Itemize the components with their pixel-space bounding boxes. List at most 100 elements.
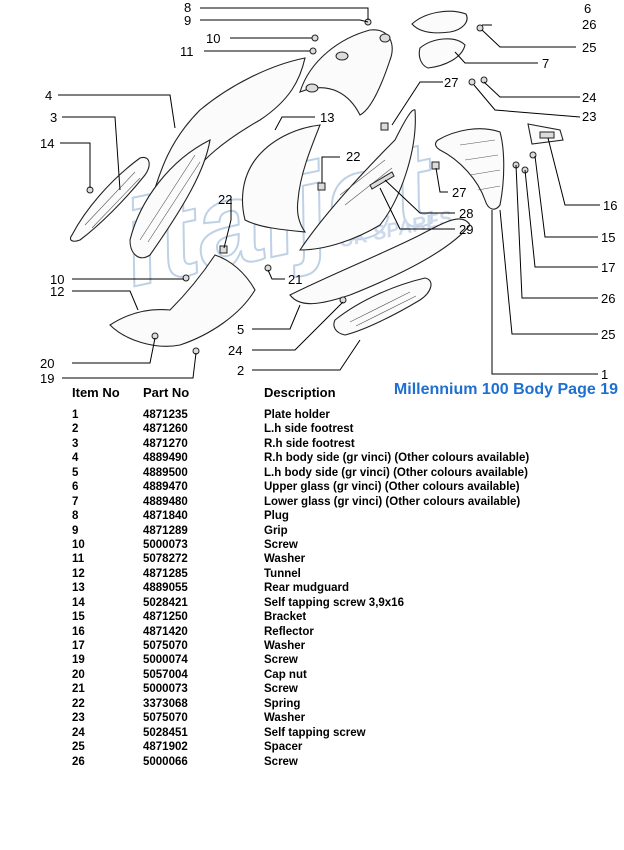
callout-17: 17 (601, 260, 615, 275)
description-cell: Plug (264, 510, 289, 523)
callout-15: 15 (601, 230, 615, 245)
callout-26-top: 26 (582, 17, 596, 32)
item-no-cell: 2 (72, 423, 79, 436)
hardware-screws (86, 18, 537, 355)
item-no-cell: 6 (72, 481, 79, 494)
description-cell: Bracket (264, 611, 307, 624)
description-cell: Washer (264, 712, 306, 725)
table-row: 23 5075070 Washer (70, 712, 620, 726)
item-no-cell: 4 (72, 452, 79, 465)
callout-16: 16 (603, 198, 617, 213)
item-no-cell: 25 (72, 741, 85, 754)
callout-2: 2 (237, 363, 244, 378)
callout-14: 14 (40, 136, 54, 151)
callout-3: 3 (50, 110, 57, 125)
part-rear-mudguard (241, 124, 321, 233)
table-row: 22 3373068 Spring (70, 698, 620, 712)
callout-24-right: 24 (582, 90, 596, 105)
description-cell: Washer (264, 553, 306, 566)
part-no-cell: 5057004 (143, 668, 188, 681)
description-cell: L.h body side (gr vinci) (Other colours … (264, 466, 528, 479)
callout-10-top: 10 (206, 31, 220, 46)
callout-29: 29 (459, 222, 473, 237)
item-no-cell: 23 (72, 712, 85, 725)
part-lower-glass (418, 38, 466, 69)
description-cell: Grip (264, 524, 288, 537)
part-no-cell: 5075070 (143, 712, 188, 725)
table-row: 1 4871235 Plate holder (70, 409, 620, 423)
leader-lines (58, 7, 600, 379)
header-description: Description (264, 385, 336, 400)
item-no-cell: 3 (72, 437, 79, 450)
item-no-cell: 24 (72, 726, 85, 739)
part-no-cell: 3373068 (143, 697, 188, 710)
header-part-no: Part No (143, 385, 190, 400)
page-title: Millennium 100 Body Page 19 (393, 381, 618, 398)
item-no-cell: 11 (72, 553, 85, 566)
callout-27-top: 27 (444, 75, 458, 90)
description-cell: Spring (264, 697, 301, 710)
part-no-cell: 4889470 (143, 481, 188, 494)
item-no-cell: 13 (72, 582, 85, 595)
callout-6: 6 (584, 1, 591, 16)
callout-27-bottom: 27 (452, 185, 466, 200)
description-cell: R.h side footrest (264, 437, 355, 450)
part-no-cell: 4889055 (143, 582, 188, 595)
callout-23: 23 (582, 109, 596, 124)
part-lh-body-side (289, 218, 471, 305)
item-no-cell: 1 (72, 409, 79, 421)
callout-28: 28 (459, 206, 473, 221)
description-cell: R.h body side (gr vinci) (Other colours … (264, 452, 530, 465)
callout-25-bottom: 25 (601, 327, 615, 342)
description-cell: Screw (264, 755, 298, 768)
description-cell: Screw (264, 683, 298, 696)
callout-22-middle: 22 (346, 149, 360, 164)
callout-24-bottom: 24 (228, 343, 242, 358)
part-no-cell: 4871840 (143, 510, 188, 523)
item-no-cell: 26 (72, 755, 85, 768)
part-upper-glass (411, 10, 468, 34)
part-no-cell: 4871270 (143, 437, 188, 450)
exploded-parts-diagram: italjet UK SPARES (40, 0, 617, 385)
item-no-cell: 14 (72, 596, 85, 609)
description-cell: Screw (264, 538, 298, 551)
item-no-cell: 22 (72, 697, 85, 710)
callout-10-left: 10 (50, 272, 64, 287)
callout-25-top: 25 (582, 40, 596, 55)
description-cell: Self tapping screw (264, 726, 366, 739)
part-rh-body-side-window (129, 139, 211, 259)
description-cell: Self tapping screw 3,9x16 (264, 596, 404, 609)
parts-list-table: Item No Part No Description Millennium 1… (70, 381, 620, 770)
item-no-cell: 21 (72, 683, 85, 696)
part-no-cell: 5000066 (143, 755, 188, 768)
item-no-cell: 5 (72, 466, 79, 479)
part-no-cell: 4871289 (143, 524, 188, 537)
part-no-cell: 5000073 (143, 538, 188, 551)
item-no-cell: 10 (72, 538, 85, 551)
description-cell: Screw (264, 654, 298, 667)
description-cell: Plate holder (264, 409, 330, 421)
callout-4: 4 (45, 88, 52, 103)
part-no-cell: 4871235 (143, 409, 188, 421)
table-row: 10 5000073 Screw (70, 539, 620, 553)
part-no-cell: 5028421 (143, 596, 188, 609)
part-rh-footrest (69, 156, 150, 242)
part-no-cell: 5000074 (143, 654, 188, 667)
callout-7: 7 (542, 56, 549, 71)
header-item-no: Item No (72, 385, 120, 400)
callout-5: 5 (237, 322, 244, 337)
callout-12: 12 (50, 284, 64, 299)
callout-26-bottom: 26 (601, 291, 615, 306)
part-no-cell: 4889500 (143, 466, 188, 479)
item-no-cell: 20 (72, 668, 85, 681)
callout-22-left: 22 (218, 192, 232, 207)
